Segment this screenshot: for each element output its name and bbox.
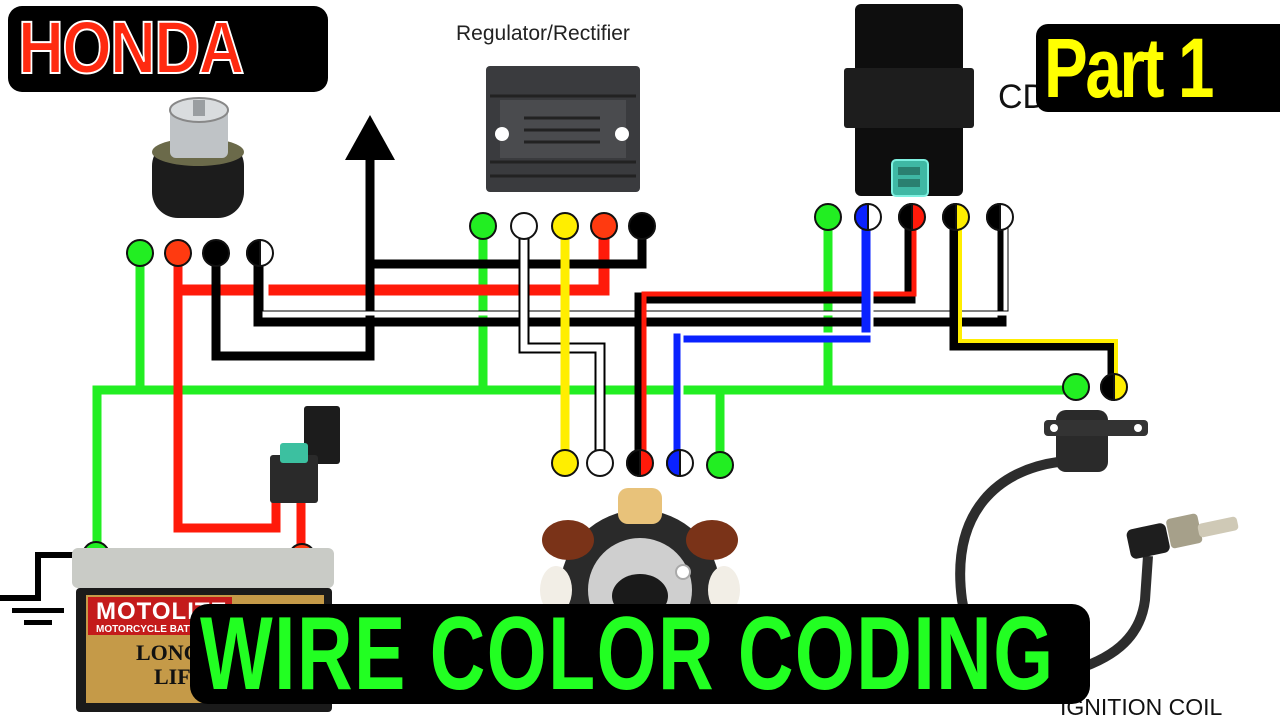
terminal-stator-white bbox=[586, 449, 614, 477]
terminal-stator-yellow bbox=[551, 449, 579, 477]
wires bbox=[0, 115, 1118, 601]
terminal-ign-black bbox=[202, 239, 230, 267]
wire-ground bbox=[0, 552, 97, 601]
wire-black-ign bbox=[211, 160, 375, 361]
terminal-reg-red bbox=[590, 212, 618, 240]
wire-br-stator bbox=[634, 218, 916, 455]
terminal-reg-white bbox=[510, 212, 538, 240]
brand-title: HONDA bbox=[8, 6, 328, 92]
wire-green-bus bbox=[92, 385, 1075, 555]
terminal-ign-blackwhite bbox=[246, 238, 274, 268]
wire-by-coil bbox=[949, 218, 1117, 380]
main-title: WIRE COLOR CODING bbox=[190, 596, 1090, 712]
terminal-ign-red bbox=[164, 239, 192, 267]
terminal-reg-black bbox=[628, 212, 656, 240]
fuse-holder-image bbox=[270, 406, 340, 503]
ground-icon bbox=[12, 608, 64, 625]
arrow-up-icon bbox=[345, 115, 395, 160]
ignition-coil-label: IGNITION COIL bbox=[1060, 694, 1223, 720]
terminal-ign-green bbox=[126, 239, 154, 267]
terminals bbox=[82, 202, 1128, 571]
part-title-text: Part 1 bbox=[1044, 21, 1214, 115]
regulator-rectifier-image bbox=[486, 66, 640, 192]
battery-slogan-1: LONG bbox=[136, 640, 201, 665]
cdi-unit-image bbox=[844, 4, 974, 197]
wire-bluewhite-stator bbox=[673, 218, 871, 455]
part-title: Part 1 bbox=[1036, 24, 1280, 112]
wire-bw-ign bbox=[253, 228, 1007, 327]
ignition-switch-image bbox=[152, 97, 244, 218]
main-title-text: WIRE COLOR CODING bbox=[200, 596, 1055, 712]
brand-title-text: HONDA bbox=[17, 6, 245, 89]
terminal-stator-bluewhite bbox=[666, 448, 694, 478]
terminal-stator-blackred bbox=[626, 448, 654, 478]
terminal-cdi-green bbox=[814, 203, 842, 231]
terminal-stator-green bbox=[706, 451, 734, 479]
terminal-cdi-bluewhite bbox=[854, 202, 882, 232]
terminal-coil-green bbox=[1062, 373, 1090, 401]
terminal-coil-blackyellow bbox=[1100, 372, 1128, 402]
terminal-reg-yellow bbox=[551, 212, 579, 240]
regulator-label: Regulator/Rectifier bbox=[456, 22, 630, 45]
terminal-cdi-blackyellow bbox=[942, 202, 970, 232]
terminal-cdi-blackred bbox=[898, 202, 926, 232]
terminal-cdi-blackwhite bbox=[986, 202, 1014, 232]
battery-sub: MOTORCYCLE BATTERY bbox=[96, 624, 216, 635]
wire-red-battery bbox=[173, 255, 281, 533]
terminal-reg-green bbox=[469, 212, 497, 240]
wire-red-reg bbox=[178, 228, 610, 296]
